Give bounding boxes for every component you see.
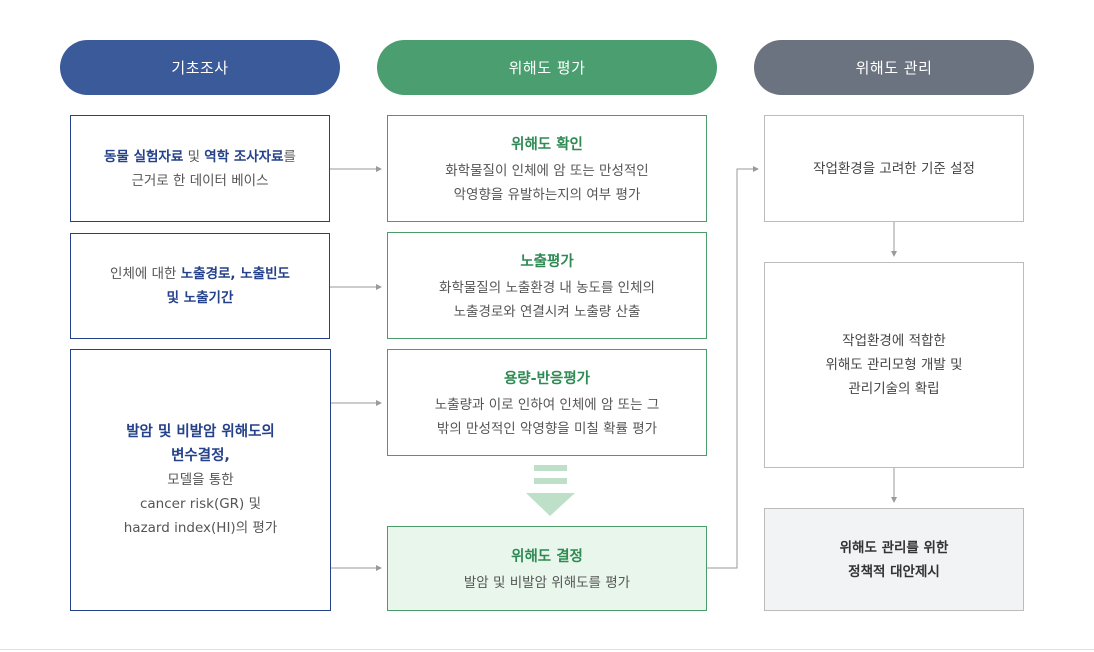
header-risk-assessment: 위해도 평가: [377, 40, 717, 95]
eval-box4-title: 위해도 결정: [511, 548, 583, 565]
manage-box-policy-alternatives: 위해도 관리를 위한 정책적 대안제시: [764, 508, 1024, 611]
eval-box3-line2: 밖의 만성적인 악영향을 미칠 확률 평가: [436, 420, 658, 437]
basic-box3-line5: hazard index(HI)의 평가: [123, 520, 278, 536]
header-risk-management-label: 위해도 관리: [855, 59, 933, 77]
manage-box2-line3: 관리기술의 확립: [848, 381, 940, 397]
manage-box3-line1: 위해도 관리를 위한: [839, 539, 949, 556]
arrowhead-right3: [891, 497, 897, 503]
eval-box-exposure-assessment: 노출평가 화학물질의 노출환경 내 농도를 인체의 노출경로와 연결시켜 노출량…: [387, 232, 707, 339]
manage-box3-line2: 정책적 대안제시: [848, 563, 940, 580]
header-risk-management: 위해도 관리: [754, 40, 1034, 95]
eval-box4-line1: 발암 및 비발암 위해도를 평가: [463, 574, 631, 591]
basic-box2-line2: 및 노출기간: [166, 290, 234, 306]
eval-box-risk-characterization: 위해도 결정 발암 및 비발암 위해도를 평가: [387, 526, 707, 611]
eval-box1-title: 위해도 확인: [511, 136, 583, 153]
basic-box-animal-epidemiology: 동물 실험자료 및 역학 조사자료를 근거로 한 데이터 베이스: [70, 115, 330, 222]
manage-box2-line1: 작업환경에 적합한: [842, 333, 946, 349]
eval-box1-line2: 악영향을 유발하는지의 여부 평가: [453, 186, 641, 203]
arrowhead-right2: [891, 251, 897, 257]
basic-box3-line2: 변수결정,: [171, 448, 230, 464]
basic-box3-line3: 모델을 통한: [167, 472, 234, 488]
manage-box-model-development: 작업환경에 적합한 위해도 관리모형 개발 및 관리기술의 확립: [764, 262, 1024, 468]
eval-box2-line2: 노출경로와 연결시켜 노출량 산출: [453, 303, 641, 320]
manage-box-standard-setting: 작업환경을 고려한 기준 설정: [764, 115, 1024, 222]
connector-mid4-right1: [707, 168, 757, 569]
basic-box-variables: 발암 및 비발암 위해도의 변수결정, 모델을 통한 cancer risk(G…: [70, 349, 331, 611]
manage-box2-line2: 위해도 관리모형 개발 및: [825, 357, 963, 373]
eval-box3-title: 용량-반응평가: [503, 370, 591, 387]
eval-box3-line1: 노출량과 이로 인하여 인체에 암 또는 그: [434, 396, 660, 413]
eval-box-dose-response: 용량-반응평가 노출량과 이로 인하여 인체에 암 또는 그 밖의 만성적인 악…: [387, 349, 707, 456]
basic-box3-line4: cancer risk(GR) 및: [139, 496, 262, 512]
bottom-divider: [0, 649, 1094, 650]
basic-box1-line2: 근거로 한 데이터 베이스: [131, 172, 269, 189]
basic-box2-line1: 인체에 대한 노출경로, 노출빈도: [110, 266, 290, 282]
arrowhead-mid1: [376, 166, 382, 172]
header-risk-assessment-label: 위해도 평가: [508, 59, 586, 77]
eval-box2-title: 노출평가: [520, 253, 574, 270]
header-basic-survey: 기초조사: [60, 40, 340, 95]
eval-box1-line1: 화학물질이 인체에 암 또는 만성적인: [445, 162, 649, 179]
eval-box2-line1: 화학물질의 노출환경 내 농도를 인체의: [439, 279, 655, 296]
arrowhead-mid3: [376, 400, 382, 406]
arrowhead-mid4: [376, 565, 382, 571]
arrowhead-right1: [753, 166, 759, 172]
basic-box1-line1: 동물 실험자료 및 역학 조사자료를: [104, 148, 296, 165]
eval-box-hazard-identification: 위해도 확인 화학물질이 인체에 암 또는 만성적인 악영향을 유발하는지의 여…: [387, 115, 707, 222]
down-arrow-icon: [526, 465, 575, 516]
header-basic-survey-label: 기초조사: [171, 59, 229, 77]
arrowhead-mid2: [376, 284, 382, 290]
manage-box1-line1: 작업환경을 고려한 기준 설정: [813, 160, 975, 177]
basic-box3-line1: 발암 및 비발암 위해도의: [126, 424, 275, 440]
basic-box-exposure: 인체에 대한 노출경로, 노출빈도 및 노출기간: [70, 233, 330, 339]
